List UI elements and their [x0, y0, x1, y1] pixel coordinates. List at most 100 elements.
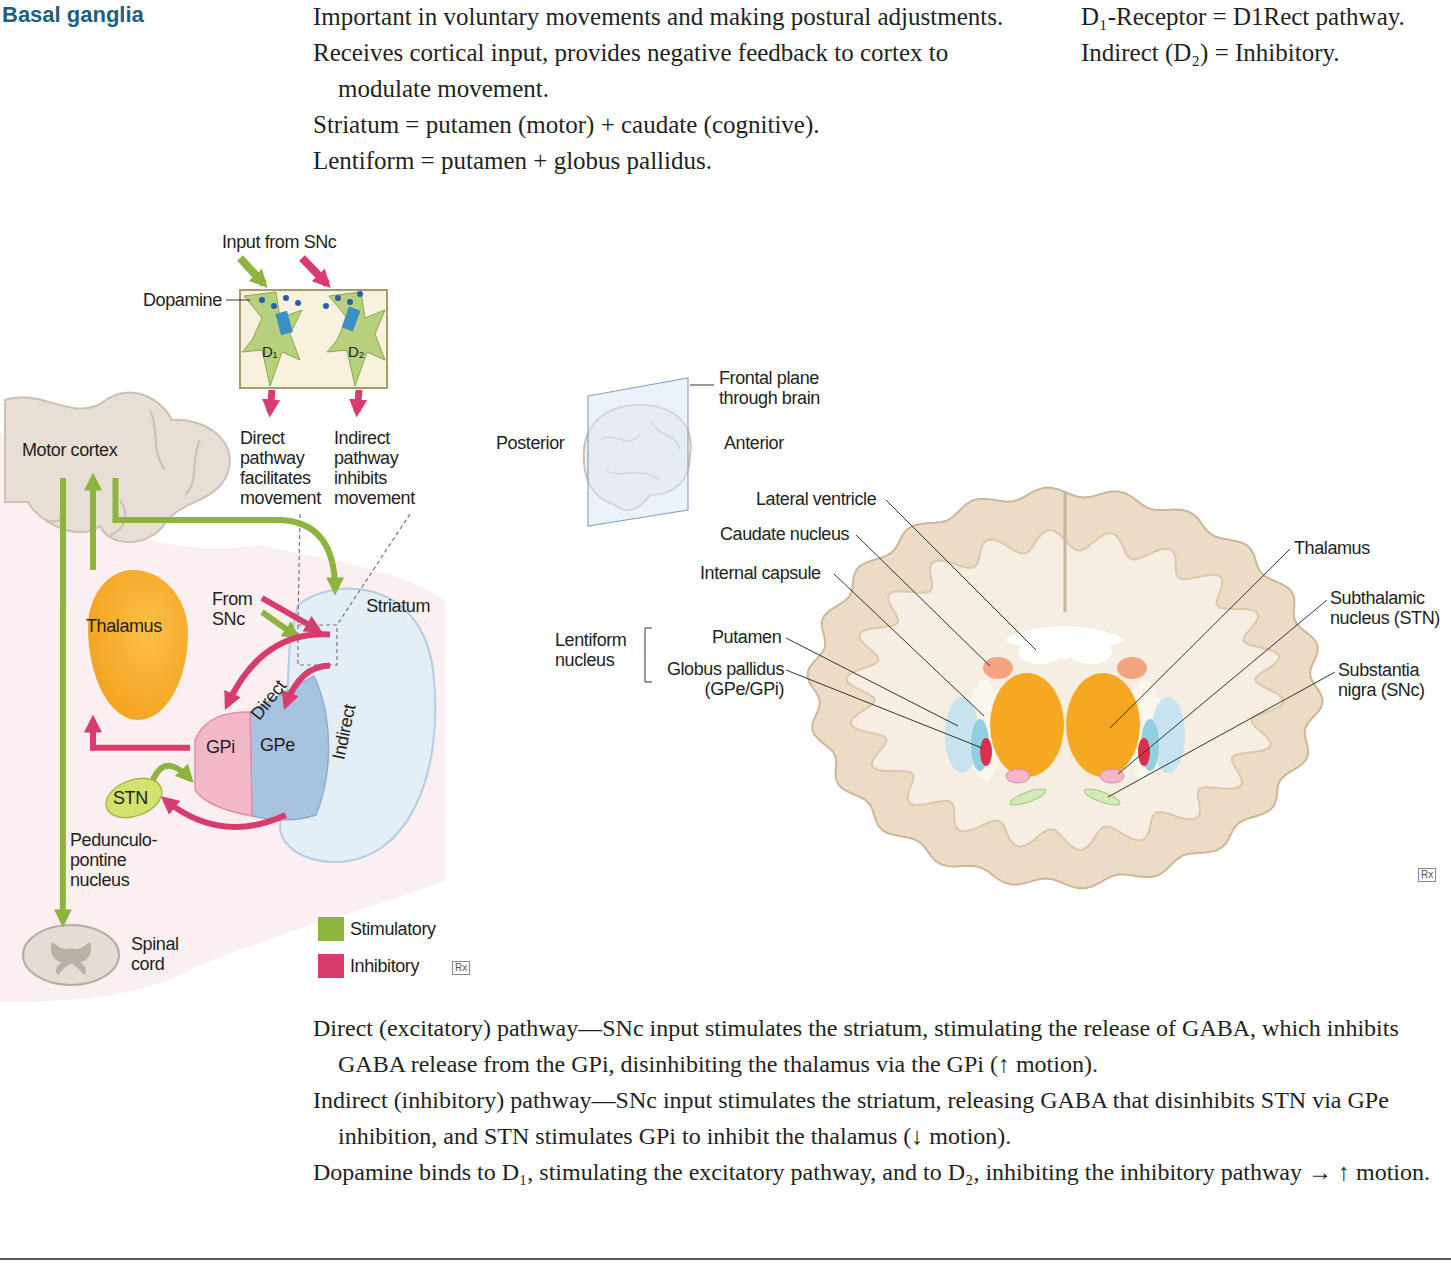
dopamine-inset-part: [347, 299, 353, 305]
dopamine-inset-part: [335, 295, 341, 301]
text-column: D₁-Receptor = D1Rect pathway.Indirect (D…: [1081, 0, 1446, 71]
diagram-label: Indirect pathway inhibits movement: [334, 428, 428, 508]
diagram-label: Thalamus: [1294, 538, 1370, 558]
dopamine-inset-part: [357, 291, 363, 297]
inset-arrows-part: [262, 598, 318, 630]
leader-line-part: [1110, 549, 1290, 728]
stn-shape: [101, 771, 168, 825]
stimulatory-arrow: [60, 478, 66, 922]
deep-nuclei-part: [990, 673, 1064, 777]
leader-line-part: [786, 670, 982, 748]
spinal-cord-shape-part: [23, 925, 119, 985]
inhibitory-arrow: [286, 666, 330, 705]
dopamine-inset-part: [240, 290, 387, 388]
diagram-label: Input from SNc: [222, 232, 336, 252]
stimulatory-arrow: [153, 766, 190, 780]
deep-nuclei-part: [1064, 492, 1067, 612]
leader-line-part: [786, 638, 958, 726]
node-label: Motor cortex: [22, 440, 117, 460]
spinal-cord-shape-part: [51, 942, 91, 975]
diagram-label: Subthalamic nucleus (STN): [1330, 588, 1446, 628]
rule-line: [0, 1259, 1451, 1260]
node-label: STN: [113, 788, 148, 808]
dopamine-inset: [240, 290, 387, 388]
gpi-shape-part: [195, 712, 252, 816]
node-label: GPe: [260, 735, 295, 755]
diagram-label: Lateral ventricle: [756, 489, 876, 509]
gpi-shape: [195, 712, 252, 816]
dopamine-inset-part: [295, 300, 301, 306]
diagram-label: Dopamine: [143, 290, 222, 310]
legend-text: Stimulatory: [350, 919, 436, 939]
dopamine-inset-part: [242, 292, 302, 386]
inhibitory-arrow: [93, 720, 190, 748]
spinal-cord: Spinal cord: [22, 922, 200, 987]
motor-cortex: Motor cortex: [18, 438, 143, 478]
inhibitory-arrow: [165, 800, 286, 827]
diagram-label: D₂: [348, 342, 364, 362]
explanation-paragraph: Dopamine binds to D₁, stimulating the ex…: [313, 1154, 1441, 1190]
inset-arrows-part: [240, 258, 264, 284]
diagram-label: Lentiform nucleus: [555, 630, 635, 670]
stimulatory-arrow: [90, 478, 96, 570]
leader-line-part: [226, 300, 250, 301]
diagram-label: Internal capsule: [700, 563, 821, 583]
watermark: Rx: [1418, 868, 1436, 882]
diagram-label: D₁: [262, 342, 277, 362]
leader-line-part: [856, 535, 990, 666]
node-label: Spinal cord: [131, 934, 197, 974]
inset-arrows-part: [357, 390, 359, 412]
deep-nuclei-part: [980, 738, 992, 766]
deep-nuclei: [945, 492, 1185, 808]
node-label: Striatum: [366, 596, 430, 616]
text-column: Important in voluntary movements and mak…: [313, 0, 1028, 179]
stn-shape-part: [101, 771, 168, 825]
node-label: GPi: [206, 737, 235, 757]
diagram-label: Substantia nigra (SNc): [1338, 660, 1444, 700]
leader-line-part: [834, 574, 984, 716]
note-paragraph: Lentiform = putamen + globus pallidus.: [313, 143, 1028, 179]
leader-line-part: [298, 514, 300, 625]
inset-arrows-part: [270, 390, 272, 412]
explanation-paragraph: Direct (excitatory) pathway—SNc input st…: [313, 1010, 1441, 1082]
deep-nuclei-part: [1068, 640, 1112, 664]
leader-line: [645, 500, 1335, 797]
diagram-label: Direct pathway facilitates movement: [240, 428, 332, 508]
striatum-region: Striatum: [330, 590, 432, 860]
deep-nuclei-part: [1100, 769, 1124, 783]
inset-arrows-part: [302, 258, 327, 284]
motor-cortex-shape-part: [45, 410, 200, 535]
diagram-label: Caudate nucleus: [720, 524, 849, 544]
dopamine-inset-part: [283, 295, 289, 301]
diagram-label: Globus pallidus (GPe/GPi): [662, 659, 784, 699]
stn-region: STN: [105, 780, 165, 816]
leader-line-part: [1118, 600, 1327, 774]
brain-icon: [584, 378, 714, 526]
node-label: Thalamus: [86, 616, 162, 636]
dopamine-inset-part: [271, 303, 277, 309]
deep-nuclei-part: [1018, 640, 1062, 664]
note-paragraph: Important in voluntary movements and mak…: [313, 0, 1028, 35]
note-paragraph: Receives cortical input, provides negati…: [313, 35, 1028, 107]
deep-nuclei-part: [1066, 673, 1140, 777]
leader-line-part: [886, 500, 1036, 650]
dopamine-inset-part: [342, 307, 361, 332]
legend-swatch: [318, 917, 344, 941]
brain-icon-part: [588, 378, 688, 526]
diagram-label: Frontal plane through brain: [719, 368, 839, 408]
diagram-label: From SNc: [212, 589, 260, 629]
note-paragraph: Striatum = putamen (motor) + caudate (co…: [313, 107, 1028, 143]
dopamine-inset-part: [275, 311, 292, 335]
rule-line-part: [0, 1258, 1451, 1260]
legend-swatch: [318, 954, 344, 978]
legend-text: Inhibitory: [350, 956, 419, 976]
explanation-paragraph: Indirect (inhibitory) pathway—SNc input …: [313, 1082, 1441, 1154]
leader-line-part: [1108, 672, 1335, 797]
text-column: Direct (excitatory) pathway—SNc input st…: [313, 1010, 1441, 1190]
diagram-label: Posterior: [496, 433, 564, 453]
mnemonic: Indirect (D₂) = Inhibitory.: [1081, 35, 1446, 71]
brain-icon-part: [690, 385, 714, 386]
section-title: Basal ganglia: [2, 2, 144, 28]
gpi-region: GPi: [190, 705, 252, 800]
gpe-region: GPe: [252, 705, 327, 815]
